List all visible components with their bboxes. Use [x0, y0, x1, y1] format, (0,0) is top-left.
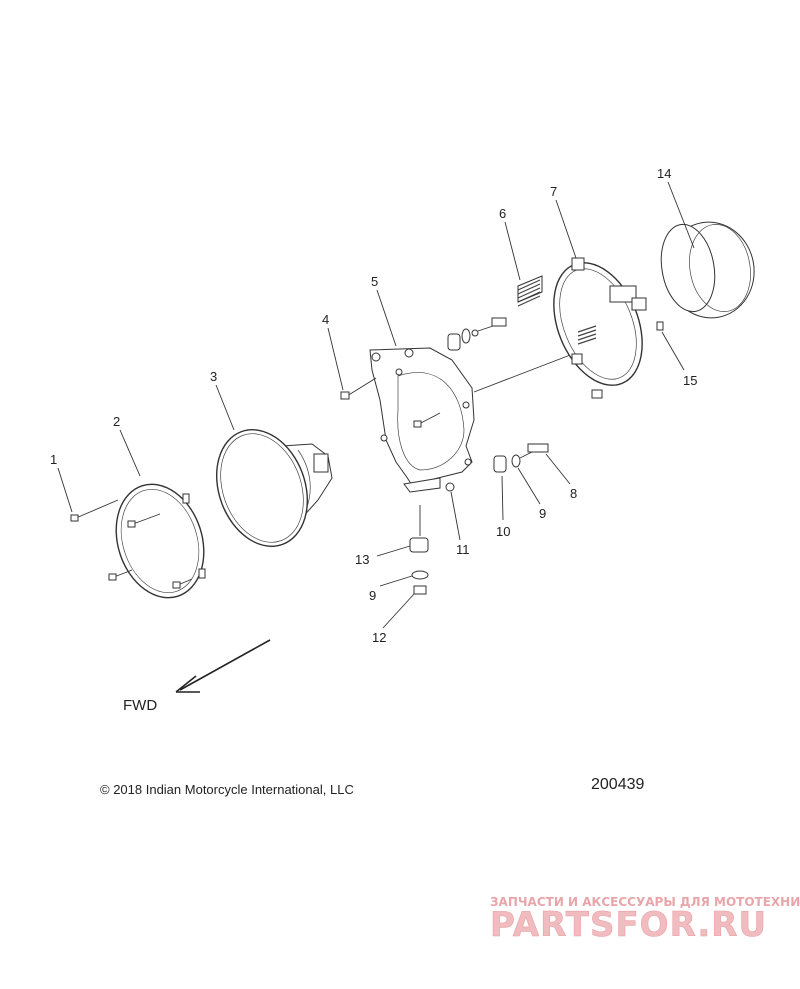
retainer-ring [553, 257, 647, 399]
upper-adjuster-hardware [447, 317, 507, 351]
watermark-tagline: ЗАПЧАСТИ И АКСЕССУАРЫ ДЛЯ МОТОТЕХНИКИ [490, 895, 800, 909]
callout-leaders [57, 181, 695, 629]
callout-4: 4 [322, 312, 329, 327]
forward-arrow: FWD [123, 639, 271, 714]
mounting-bracket [369, 347, 579, 493]
lower-adjuster-hardware [493, 443, 549, 473]
callout-15: 15 [683, 373, 697, 388]
callout-numbers: 1 2 3 4 5 6 7 14 15 8 9 10 11 13 9 12 [50, 166, 697, 645]
callout-7: 7 [550, 184, 557, 199]
callout-12: 12 [372, 630, 386, 645]
callout-14: 14 [657, 166, 671, 181]
figure-number: 200439 [591, 776, 644, 793]
callout-9-lower: 9 [369, 588, 376, 603]
callout-9-right: 9 [539, 506, 546, 521]
callout-6: 6 [499, 206, 506, 221]
watermark: ЗАПЧАСТИ И АКСЕССУАРЫ ДЛЯ МОТОТЕХНИКИ PA… [490, 895, 800, 945]
bracket-screws [340, 377, 441, 428]
copyright-notice: © 2018 Indian Motorcycle International, … [100, 782, 354, 797]
callout-2: 2 [113, 414, 120, 429]
fwd-label: FWD [123, 697, 157, 714]
callout-5: 5 [371, 274, 378, 289]
callout-8: 8 [570, 486, 577, 501]
callout-11: 11 [456, 542, 470, 557]
callout-10: 10 [496, 524, 510, 539]
watermark-logo: PARTSFOR.RU [490, 905, 767, 945]
callout-13: 13 [355, 552, 369, 567]
headlamp-unit [215, 429, 333, 547]
trim-ring [115, 483, 206, 599]
trim-screws [70, 499, 193, 589]
callout-3: 3 [210, 369, 217, 384]
callout-1: 1 [50, 452, 57, 467]
lower-mount-hardware [409, 505, 429, 595]
adjuster-spring [517, 275, 543, 307]
lamp-boot [660, 221, 755, 319]
adjuster-pin [656, 321, 664, 331]
